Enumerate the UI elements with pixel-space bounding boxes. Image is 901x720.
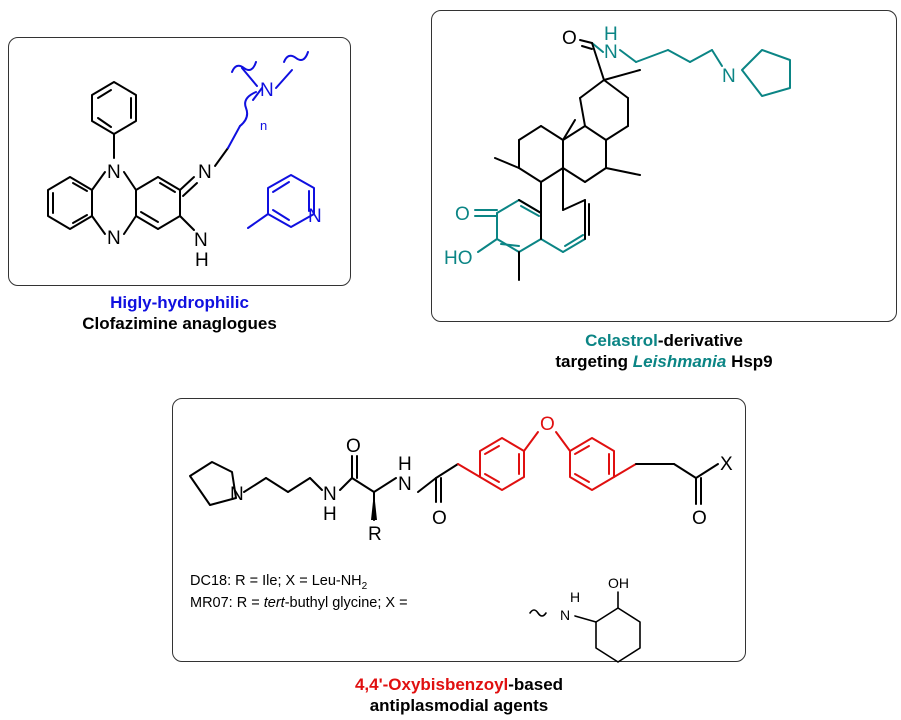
atom-n: N — [107, 162, 121, 183]
atom-o: O — [455, 204, 470, 225]
atom-o: O — [562, 28, 577, 49]
atom-o: O — [346, 436, 361, 457]
oxybis-caption-highlight: 4,4'-Oxybisbenzoyl — [354, 675, 509, 694]
atom-n: N — [560, 607, 570, 623]
celastrol-caption-line2: targeting Leishmania Hsp9 — [431, 351, 897, 372]
atom-x: X — [720, 454, 733, 475]
mr07-note: MR07: R = tert-buthyl glycine; X = — [190, 594, 408, 613]
atom-r: R — [368, 524, 382, 545]
mr07-substituent — [529, 591, 641, 663]
clofazimine-caption-rest: Clofazimine anaglogues — [82, 314, 277, 333]
atom-n: N — [198, 162, 212, 183]
atom-n: N — [398, 474, 412, 495]
celastrol-caption-line1: Celastrol-derivative — [431, 330, 897, 351]
celastrol-caption-highlight: Celastrol — [585, 331, 658, 350]
atom-h: H — [323, 504, 337, 525]
celastrol-caption-italic: Leishmania — [632, 352, 727, 371]
atom-o: O — [432, 508, 447, 529]
dc18-subscript: 2 — [361, 580, 368, 592]
atom-n: N — [107, 228, 121, 249]
atom-ho: HO — [444, 248, 473, 269]
atom-n: N — [230, 484, 244, 505]
atom-n: N — [308, 206, 322, 227]
dc18-note: DC18: R = Ile; X = Leu-NH2 — [190, 572, 367, 596]
oxybis-caption-rest: -based — [508, 675, 564, 694]
atom-h: H — [604, 24, 618, 45]
atom-n: N — [604, 42, 618, 63]
celastrol-caption-post: Hsp9 — [726, 352, 773, 371]
oxybis-caption-line1: 4,4'-Oxybisbenzoyl-based — [172, 674, 746, 695]
oxybis-red-core — [457, 431, 637, 491]
celastrol-teal-groups — [474, 42, 791, 253]
atom-o: O — [540, 414, 555, 435]
celastrol-caption: Celastrol-derivative targeting Leishmani… — [431, 330, 897, 372]
atom-n: N — [194, 230, 208, 251]
clofazimine-caption-highlight: Higly-hydrophilic — [110, 293, 249, 312]
oxybis-caption: 4,4'-Oxybisbenzoyl-based antiplasmodial … — [172, 674, 746, 716]
atom-h: H — [195, 250, 209, 271]
stereo-wedge — [371, 492, 377, 520]
atom-n: N — [323, 484, 337, 505]
celastrol-caption-rest: -derivative — [657, 331, 743, 350]
atom-n: N — [260, 80, 274, 101]
clofazimine-structure — [47, 81, 229, 235]
atom-n: N — [722, 66, 736, 87]
atom-oh: OH — [608, 575, 629, 591]
dc18-text: DC18: R = Ile; X = Leu-NH — [190, 573, 362, 589]
atom-h: H — [398, 454, 412, 475]
celastrol-core — [494, 39, 641, 281]
oxybis-structure — [189, 455, 719, 521]
atom-labels: N N N N H N N n O H N N O HO N O N H H N… — [107, 24, 736, 623]
subscript-n: n — [260, 118, 267, 133]
clofazimine-caption: Higly-hydrophilic Clofazimine anaglogues — [8, 292, 351, 334]
atom-o: O — [692, 508, 707, 529]
atom-h: H — [570, 589, 580, 605]
mr07-text-a: MR07: R = — [190, 595, 264, 611]
mr07-text-italic: tert — [263, 595, 285, 611]
oxybisbenzoyl-panel — [172, 398, 746, 662]
mr07-text-b: -buthyl glycine; X = — [284, 595, 408, 611]
clofazimine-blue-groups — [227, 51, 315, 229]
oxybis-caption-line2: antiplasmodial agents — [369, 696, 549, 715]
celastrol-caption-pre: targeting — [555, 352, 633, 371]
celastrol-panel — [431, 10, 897, 322]
clofazimine-panel — [8, 37, 351, 286]
